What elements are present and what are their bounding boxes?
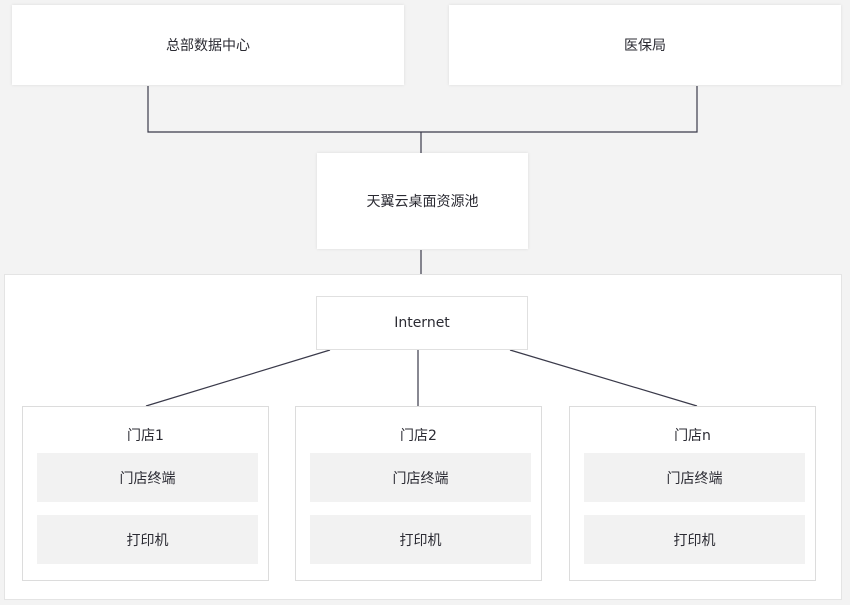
node-insurance-label: 医保局 bbox=[624, 38, 666, 54]
node-hq-label: 总部数据中心 bbox=[166, 38, 250, 54]
store-terminal: 门店终端 bbox=[37, 453, 258, 502]
store-printer-label: 打印机 bbox=[673, 532, 716, 549]
connector-internet-storen bbox=[509, 349, 698, 407]
store-2: 门店2 门店终端 打印机 bbox=[295, 406, 542, 581]
store-terminal-label: 门店终端 bbox=[392, 470, 449, 487]
store-terminal: 门店终端 bbox=[584, 453, 805, 502]
node-hq-datacenter: 总部数据中心 bbox=[12, 5, 404, 85]
connector-hq-insurance bbox=[147, 86, 698, 133]
store-printer-label: 打印机 bbox=[126, 532, 169, 549]
node-medical-insurance: 医保局 bbox=[449, 5, 841, 85]
store-terminal-label: 门店终端 bbox=[119, 470, 176, 487]
node-internet: Internet bbox=[316, 296, 528, 350]
node-cloud-desktop-pool: 天翼云桌面资源池 bbox=[317, 153, 528, 249]
node-pool-label: 天翼云桌面资源池 bbox=[366, 194, 479, 210]
store-printer: 打印机 bbox=[584, 515, 805, 564]
node-internet-label: Internet bbox=[394, 315, 450, 331]
store-title: 门店n bbox=[674, 428, 711, 444]
store-printer: 打印机 bbox=[37, 515, 258, 564]
store-terminal: 门店终端 bbox=[310, 453, 531, 502]
store-n: 门店n 门店终端 打印机 bbox=[569, 406, 816, 581]
store-1: 门店1 门店终端 打印机 bbox=[22, 406, 269, 581]
store-title: 门店1 bbox=[127, 428, 164, 444]
store-printer: 打印机 bbox=[310, 515, 531, 564]
store-terminal-label: 门店终端 bbox=[666, 470, 723, 487]
store-printer-label: 打印机 bbox=[399, 532, 442, 549]
connector-internet-store1 bbox=[145, 349, 331, 407]
store-title: 门店2 bbox=[400, 428, 437, 444]
